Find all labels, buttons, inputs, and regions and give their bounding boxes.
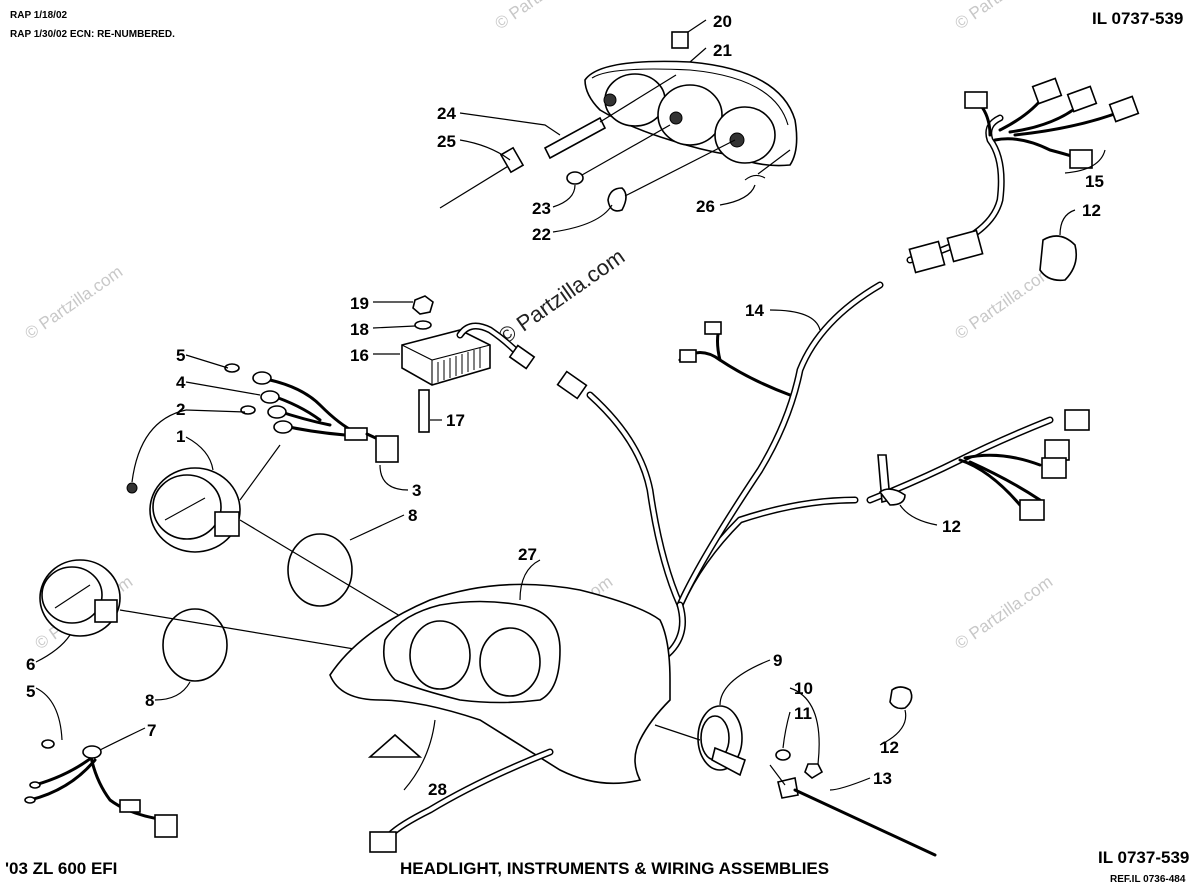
callout-5b: 5 [26,682,35,701]
illustration-number-top: IL 0737-539 [1092,9,1183,28]
regulator-assembly [401,295,588,433]
watermark-text: © Partzilla.com [951,572,1056,653]
diagram-title: HEADLIGHT, INSTRUMENTS & WIRING ASSEMBLI… [400,859,829,878]
bezel-part-8 [162,533,353,682]
main-wiring-harness [586,281,884,664]
callout-21: 21 [713,41,732,60]
leader-lines [35,19,1106,791]
watermark-main-text: © Partzilla.com [494,244,630,350]
gauge-harness-part-7 [24,739,178,838]
right-harness-branch [866,409,1090,521]
callout-8a: 8 [408,506,417,525]
instrument-panel-part-27 [329,583,671,785]
headlight-assembly [584,31,798,167]
washer-part-11 [775,749,791,761]
watermark-text: © Partzilla.com [951,0,1056,33]
callout-2: 2 [176,400,185,419]
callout-6: 6 [26,655,35,674]
callout-1: 1 [176,427,185,446]
gauge-part-1 [126,467,241,553]
callout-3: 3 [412,481,421,500]
upper-harness-part-15 [906,77,1140,274]
clip-part-20 [671,31,689,49]
spring-part-24 [543,116,607,160]
headlight-hardware [439,74,791,212]
callout-11: 11 [794,704,812,723]
callout-20: 20 [713,12,732,31]
watermark-group: © Partzilla.com © Partzilla.com © Partzi… [21,0,1056,653]
clamp-part-12b [1039,235,1078,282]
reference-number: REF.IL 0736-484 [1110,874,1186,885]
callout-12a: 12 [1082,201,1101,220]
callout-8b: 8 [145,691,154,710]
nut-part-10 [804,763,824,779]
callout-19: 19 [350,294,369,313]
callout-9: 9 [773,651,782,670]
callout-4: 4 [176,373,186,392]
speedometer-cable-part-13 [769,764,937,857]
illustration-number-bottom: IL 0737-539 [1098,848,1189,867]
bottom-harness [369,748,554,853]
callout-27: 27 [518,545,537,564]
callout-15: 15 [1085,172,1104,191]
callout-labels: 20 21 24 25 23 22 26 19 18 16 17 5 4 2 1… [26,12,1104,799]
callout-24: 24 [437,104,456,123]
callout-23: 23 [532,199,551,218]
callout-13: 13 [873,769,892,788]
watermark-text: © Partzilla.com [951,262,1056,343]
callout-7: 7 [147,721,156,740]
regulator-part-16 [401,329,491,386]
model-label: '03 ZL 600 EFI [5,859,117,878]
callout-26: 26 [696,197,715,216]
callout-12b: 12 [942,517,961,536]
revision-note-1: RAP 1/18/02 [10,10,68,21]
gauge-part-6 [39,559,121,637]
clamp-part-12 [889,686,913,710]
callout-25: 25 [437,132,456,151]
callout-28: 28 [428,780,447,799]
callout-12c: 12 [880,738,899,757]
watermark-text: © Partzilla.com [491,0,596,33]
callout-18: 18 [350,320,369,339]
speedometer-drive-part-9 [654,705,746,777]
callout-14: 14 [745,301,764,320]
revision-note-2: RAP 1/30/02 ECN: RE-NUMBERED. [10,29,175,40]
watermark-text: © Partzilla.com [21,262,126,343]
warning-decal-part-28 [367,733,423,758]
callout-22: 22 [532,225,551,244]
callout-5: 5 [176,346,185,365]
callout-16: 16 [350,346,369,365]
callout-17: 17 [446,411,465,430]
callout-10: 10 [794,679,813,698]
gauge-harness-part-3 [224,363,399,463]
